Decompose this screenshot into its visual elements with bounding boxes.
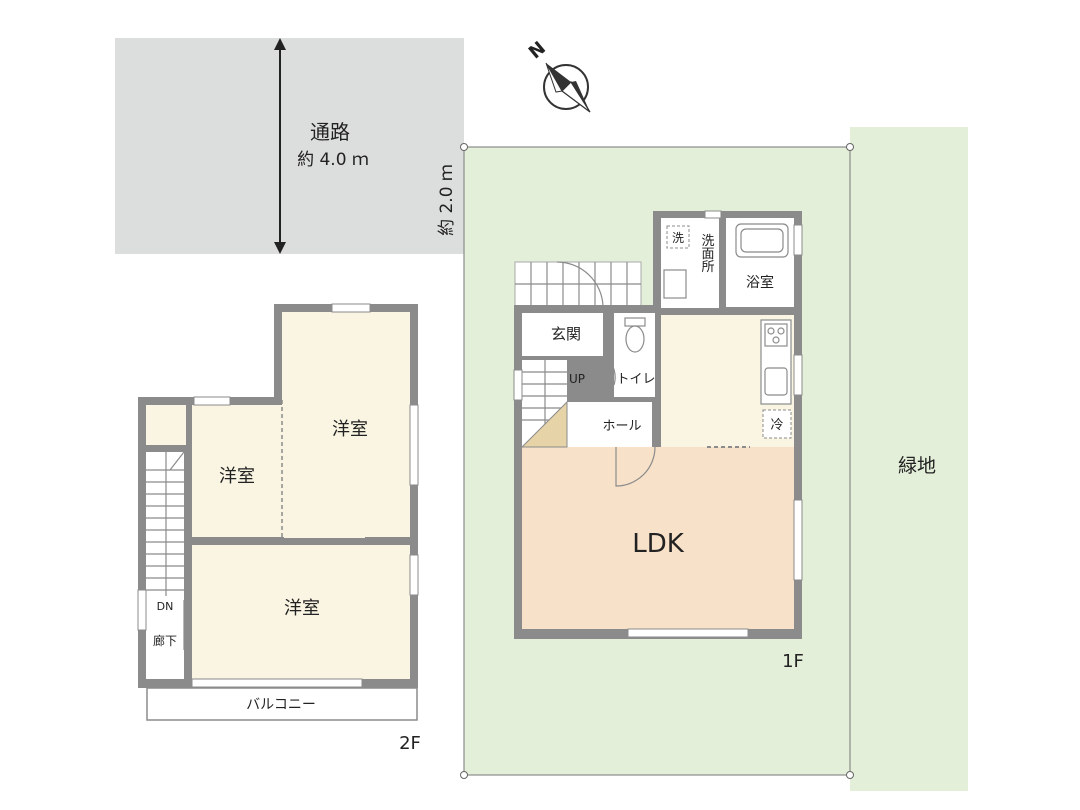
road-depth-label: 約 2.0 ｍ	[437, 164, 457, 236]
second-floor: 洋室 洋室 洋室 DN 廊下 バルコニー 2F	[137, 303, 421, 754]
ldk-label: LDK	[632, 529, 685, 559]
western-room-bottom-label: 洋室	[284, 598, 320, 619]
sink-icon	[764, 367, 788, 396]
compass-north-label: N	[525, 37, 550, 63]
first-floor: 玄関 UP トイレ ホール 洗 洗面所 浴室 冷 LDK 1F	[513, 210, 804, 672]
toilet-tank	[624, 317, 646, 327]
road-label: 通路	[310, 120, 350, 144]
ldk-floor	[522, 447, 794, 629]
window	[704, 210, 722, 219]
window	[191, 678, 363, 688]
toilet-label: トイレ	[616, 372, 655, 387]
window	[793, 354, 803, 396]
entrance-floor	[522, 313, 603, 356]
lot-corner-marker	[846, 771, 854, 779]
western-room-large-label: 洋室	[332, 419, 368, 440]
washer-label: 洗	[672, 231, 684, 245]
wash-basin-icon	[663, 269, 687, 299]
greenery-area	[850, 127, 968, 791]
road-width-label: 約 4.0 ｍ	[297, 150, 369, 170]
window	[409, 554, 419, 596]
entrance-label: 玄関	[551, 325, 581, 343]
washing-machine	[666, 225, 690, 249]
western-room-large-floor	[282, 312, 410, 538]
road-area	[115, 38, 464, 254]
road-arrow-bottom	[274, 242, 286, 254]
balcony	[146, 687, 418, 721]
western-room-small-floor	[192, 405, 284, 538]
lot-corner-marker	[460, 771, 468, 779]
window	[193, 396, 231, 406]
closet-floor	[146, 405, 186, 445]
window	[793, 224, 803, 256]
window	[793, 499, 803, 581]
stair-landing	[520, 400, 568, 448]
fridge-space	[762, 409, 792, 439]
bath-label: 浴室	[746, 274, 774, 291]
western-room-small-label: 洋室	[219, 466, 255, 487]
road-arrow-top	[274, 38, 286, 50]
greenery-label: 緑地	[898, 455, 936, 477]
window	[627, 628, 749, 638]
hall-floor	[567, 402, 652, 447]
corridor-label: 廊下	[153, 633, 177, 648]
window	[137, 589, 147, 631]
washroom-label: 洗面所	[699, 234, 715, 273]
window	[409, 404, 419, 486]
western-room-bottom-floor	[192, 545, 410, 679]
hall-label: ホール	[602, 419, 641, 434]
first-floor-label: 1F	[782, 651, 804, 672]
stairs-down-label: DN	[157, 600, 174, 613]
fridge-label: 冷	[770, 418, 783, 433]
balcony-label: バルコニー	[246, 697, 316, 713]
stairs-up-label: UP	[569, 372, 585, 386]
compass-icon: N	[525, 37, 591, 113]
toilet-bowl-icon	[625, 325, 645, 353]
window	[331, 303, 371, 313]
lot-corner-marker	[846, 143, 854, 151]
second-floor-label: 2F	[399, 733, 421, 754]
lot-corner-marker	[460, 143, 468, 151]
window	[513, 369, 523, 401]
